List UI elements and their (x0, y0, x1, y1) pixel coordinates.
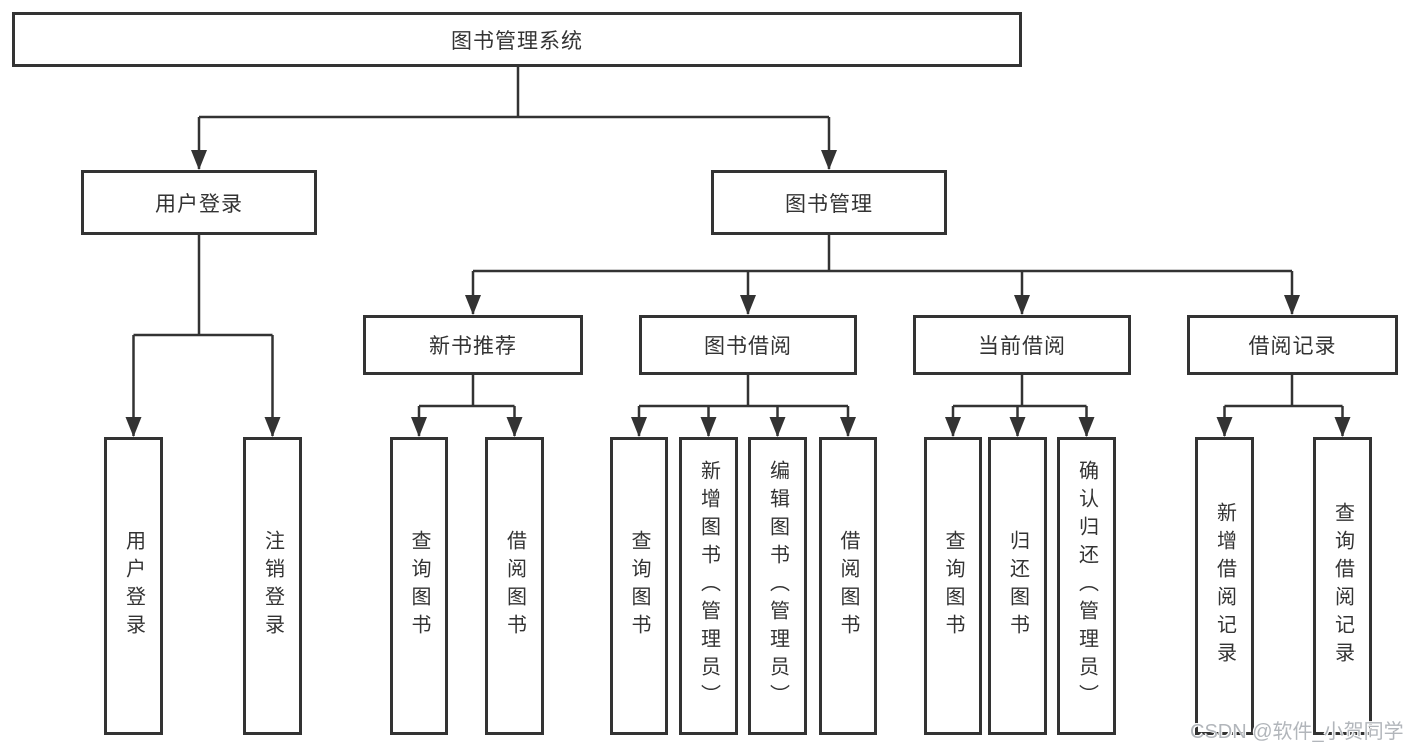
connector-book-management-to-level3 (465, 235, 1300, 315)
leaf-query-books-recommend-label: 查询图书 (408, 530, 430, 642)
leaf-add-books-admin: 新增图书（管理员） (679, 437, 738, 735)
leaf-query-books-recommend: 查询图书 (390, 437, 448, 735)
leaf-borrow-books-recommend: 借阅图书 (485, 437, 544, 735)
leaf-confirm-return-admin: 确认归还（管理员） (1057, 437, 1116, 735)
csdn-watermark: CSDN @软件_小贺同学 (1190, 721, 1404, 743)
node-current-borrowing-label: 当前借阅 (978, 335, 1066, 358)
leaf-return-books: 归还图书 (988, 437, 1047, 735)
leaf-return-books-label: 归还图书 (1006, 530, 1029, 642)
leaf-edit-books-admin-label: 编辑图书（管理员） (766, 460, 789, 712)
node-book-borrowing-label: 图书借阅 (704, 335, 792, 358)
connector-current-borrowing-to-leaves (945, 375, 1095, 437)
connector-root-to-level2 (191, 67, 837, 170)
leaf-query-books-borrowing-label: 查询图书 (628, 530, 650, 642)
node-user-login-label: 用户登录 (155, 192, 243, 216)
leaf-query-borrow-record-label: 查询借阅记录 (1331, 502, 1354, 670)
node-user-login: 用户登录 (81, 170, 317, 235)
connector-borrowing-records-to-leaves (1216, 375, 1351, 437)
leaf-add-books-admin-label: 新增图书（管理员） (697, 460, 720, 712)
node-root-label: 图书管理系统 (451, 29, 583, 53)
leaf-edit-books-admin: 编辑图书（管理员） (748, 437, 807, 735)
leaf-query-books-current-label: 查询图书 (942, 530, 964, 642)
node-book-management-label: 图书管理 (785, 192, 873, 216)
leaf-user-login-label: 用户登录 (122, 530, 145, 642)
leaf-borrow-books-borrowing: 借阅图书 (819, 437, 877, 735)
node-new-book-recommendation-label: 新书推荐 (429, 335, 517, 358)
node-current-borrowing: 当前借阅 (913, 315, 1131, 375)
leaf-query-books-borrowing: 查询图书 (610, 437, 668, 735)
leaf-query-borrow-record: 查询借阅记录 (1313, 437, 1372, 735)
leaf-add-borrow-record-label: 新增借阅记录 (1213, 502, 1236, 670)
leaf-logout: 注销登录 (243, 437, 302, 735)
leaf-borrow-books-recommend-label: 借阅图书 (503, 530, 526, 642)
leaf-add-borrow-record: 新增借阅记录 (1195, 437, 1254, 735)
leaf-borrow-books-borrowing-label: 借阅图书 (837, 530, 859, 642)
connector-user-login-to-leaves (125, 235, 281, 437)
leaf-query-books-current: 查询图书 (924, 437, 982, 735)
node-borrowing-records: 借阅记录 (1187, 315, 1398, 375)
leaf-logout-label: 注销登录 (261, 530, 284, 642)
node-borrowing-records-label: 借阅记录 (1248, 335, 1337, 358)
node-root: 图书管理系统 (12, 12, 1022, 67)
connector-new-book-recommendation-to-leaves (411, 375, 523, 437)
leaf-confirm-return-admin-label: 确认归还（管理员） (1075, 460, 1098, 712)
connector-book-borrowing-to-leaves (631, 375, 856, 437)
node-new-book-recommendation: 新书推荐 (363, 315, 583, 375)
leaf-user-login: 用户登录 (104, 437, 163, 735)
node-book-borrowing: 图书借阅 (639, 315, 857, 375)
node-book-management: 图书管理 (711, 170, 947, 235)
